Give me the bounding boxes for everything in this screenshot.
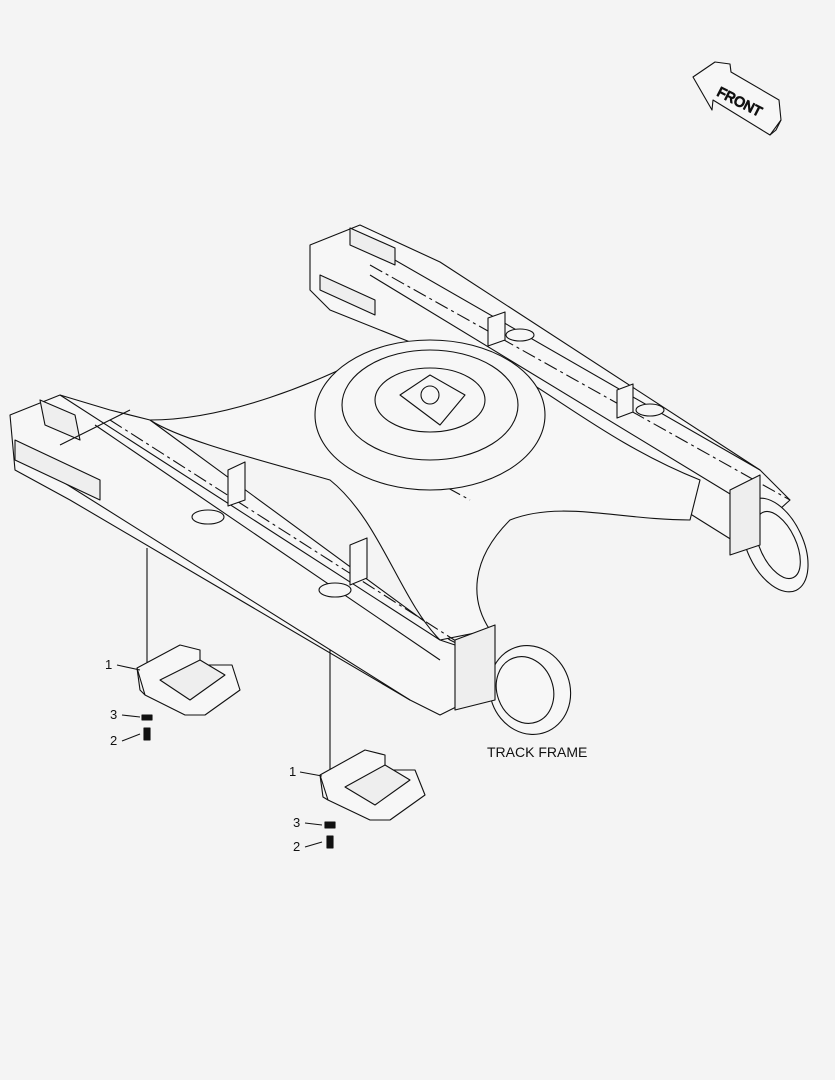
diagram-title: TRACK FRAME <box>487 744 587 760</box>
final-drive-wheel <box>729 474 809 593</box>
callout-part-1-b: 1 <box>289 764 296 779</box>
leader-lines <box>116 664 323 848</box>
callout-part-1-a: 1 <box>105 657 112 672</box>
callout-part-3-a: 3 <box>110 707 117 722</box>
front-arrow-icon <box>692 61 782 136</box>
idler-wheel <box>454 624 572 735</box>
callout-part-2-a: 2 <box>110 733 117 748</box>
callout-part-2-b: 2 <box>293 839 300 854</box>
track-guide-a <box>136 548 241 741</box>
swing-bearing-ring <box>314 339 546 491</box>
track-guide-b <box>319 650 426 849</box>
callout-part-3-b: 3 <box>293 815 300 830</box>
